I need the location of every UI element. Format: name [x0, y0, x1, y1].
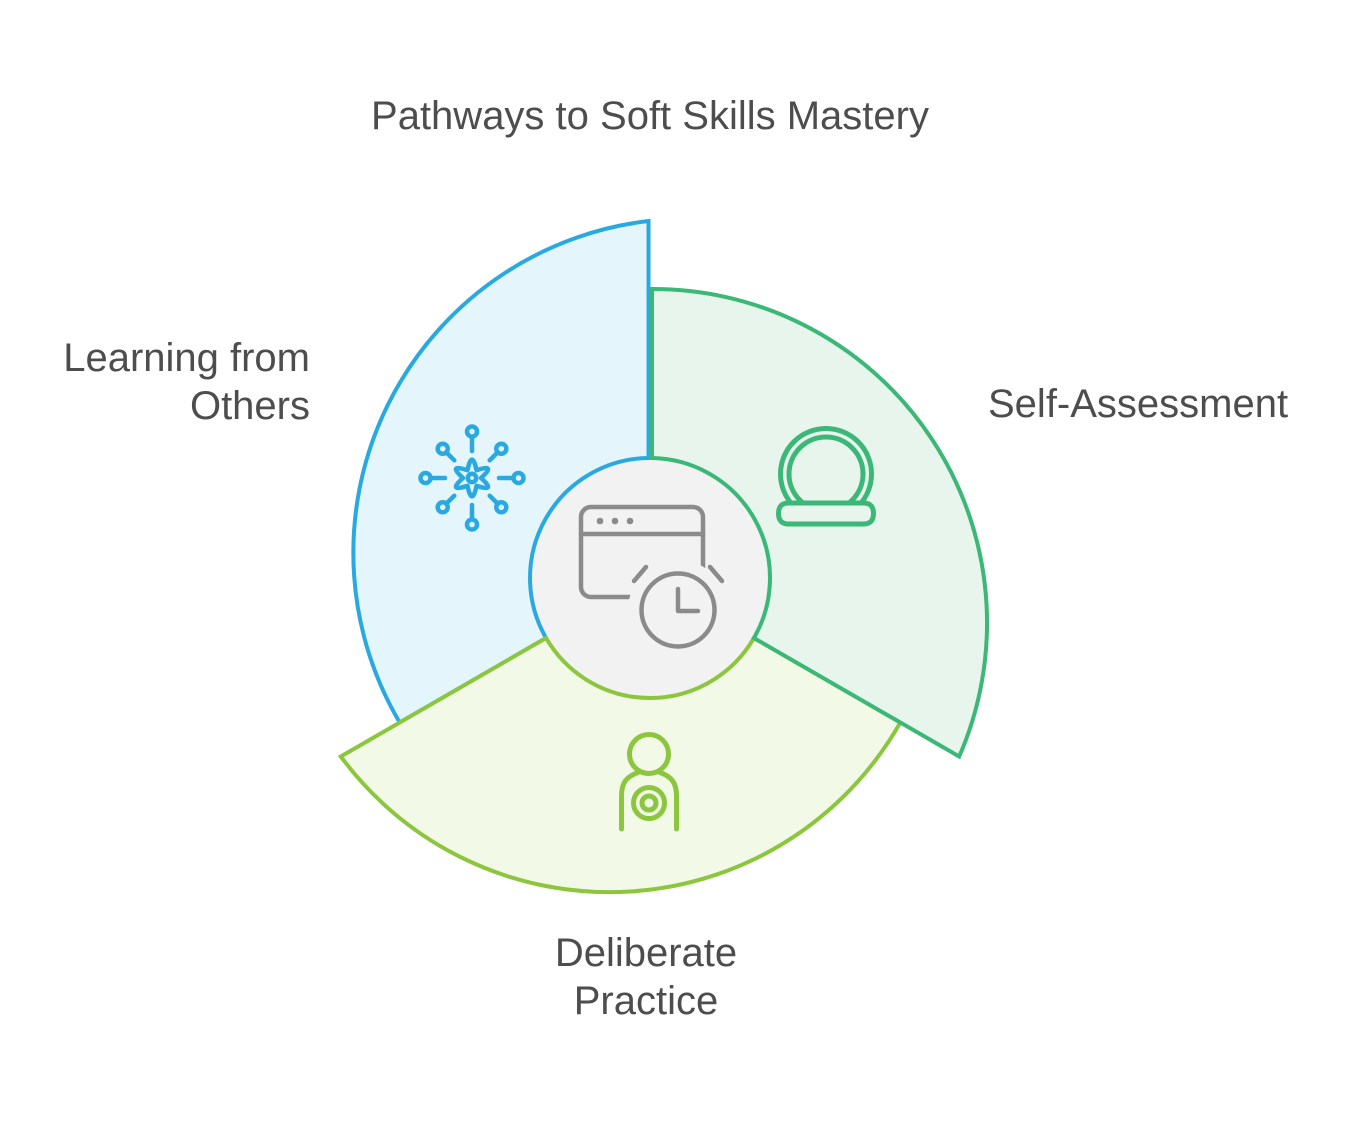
person-shoulder-left — [619, 770, 641, 832]
hub-center-dot — [465, 471, 479, 485]
hub-star-shape — [453, 457, 491, 499]
clock-face — [639, 571, 717, 649]
target-outer-ring — [631, 785, 667, 821]
mirror-base — [776, 500, 876, 527]
spoke-w-node — [418, 470, 433, 486]
person-target-icon — [619, 732, 679, 832]
spoke-se-node — [494, 500, 509, 515]
wedge-deliberate-practice — [337, 635, 904, 895]
spoke-sw-node — [435, 500, 450, 515]
browser-dot-2 — [611, 517, 619, 525]
clock-tick-left — [631, 564, 649, 584]
browser-dot-3 — [626, 517, 634, 525]
browser-dot-1 — [596, 517, 604, 525]
spoke-nw — [445, 451, 457, 463]
network-hub-icon — [418, 424, 526, 532]
wedge-learning-from-others — [351, 218, 651, 726]
person-head — [627, 732, 671, 776]
person-shoulder-right — [657, 770, 679, 832]
spoke-e-node — [511, 470, 526, 486]
spoke-ne-node — [494, 441, 509, 456]
mirror-icon — [776, 426, 876, 527]
spoke-nw-node — [435, 441, 450, 456]
browser-clock-icon — [578, 504, 728, 660]
spoke-sw — [445, 493, 457, 505]
label-self-assessment: Self-Assessment — [988, 382, 1289, 426]
spoke-ne — [487, 451, 499, 463]
label-deliberate-practice: Deliberate Practice — [554, 931, 738, 1023]
label-learning-from-others: Learning from Others — [63, 336, 310, 428]
diagram-title: Pathways to Soft Skills Mastery — [371, 94, 929, 138]
clock-tick-right — [707, 564, 725, 584]
clock-hands — [675, 586, 701, 614]
spoke-s-node — [464, 517, 480, 532]
target-inner-ring — [639, 793, 659, 813]
spoke-n-node — [464, 424, 480, 439]
spoke-se — [487, 493, 499, 505]
